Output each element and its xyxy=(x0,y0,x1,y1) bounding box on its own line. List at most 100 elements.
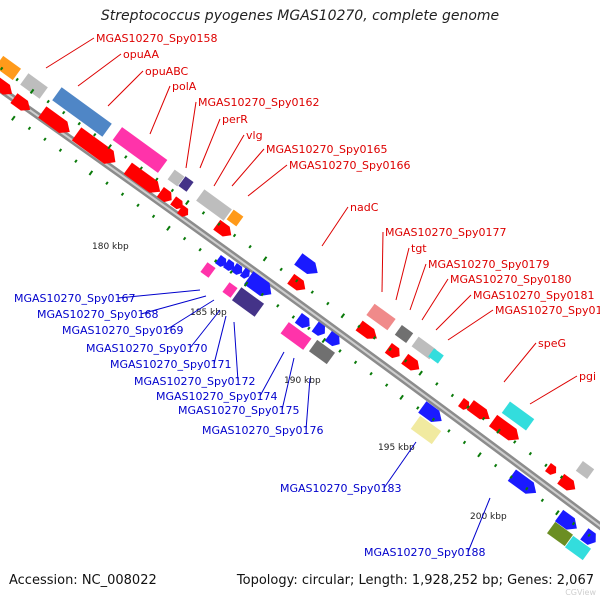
tick-mark-0-450 xyxy=(232,233,237,238)
feature-block-43 xyxy=(222,282,238,298)
tick-mark-0-625 xyxy=(340,313,346,319)
blue-leader-line-5 xyxy=(233,321,239,382)
tick-mark-1-725 xyxy=(462,440,467,445)
gene-label-opuABC: opuABC xyxy=(145,65,189,78)
feature-block-51 xyxy=(410,415,442,445)
red-leader-line-2 xyxy=(107,70,144,107)
tick-mark-1-350 xyxy=(229,270,233,274)
red-leader-line-8 xyxy=(247,164,288,197)
feature-block-18 xyxy=(564,535,592,561)
red-leader-line-13 xyxy=(421,278,449,321)
blue-leader-line-4 xyxy=(213,315,227,365)
gene-label-MGAS10270_Spy0183: MGAS10270_Spy0183 xyxy=(280,482,401,495)
tick-mark-0-850 xyxy=(481,416,486,421)
gene-label-MGAS10270_Spy0165: MGAS10270_Spy0165 xyxy=(266,143,387,156)
feature-block-49 xyxy=(308,339,336,365)
kbp-label-0: 180 kbp xyxy=(92,242,129,252)
tick-mark-0-950 xyxy=(544,463,548,468)
feature-arrow-36 xyxy=(458,398,470,410)
gene-label-MGAS10270_Spy0172: MGAS10270_Spy0172 xyxy=(134,375,255,388)
red-leader-line-16 xyxy=(503,342,537,383)
tick-mark-0-700 xyxy=(388,347,392,352)
feature-block-7 xyxy=(226,209,244,227)
blue-leader-line-2 xyxy=(165,299,215,331)
tick-mark-1-475 xyxy=(307,326,311,331)
gene-label-MGAS10270_Spy0168: MGAS10270_Spy0168 xyxy=(37,308,158,321)
red-leader-line-5 xyxy=(199,118,221,169)
feature-arrow-46 xyxy=(294,313,310,329)
tick-mark-1-700 xyxy=(447,429,451,433)
blue-leader-line-1 xyxy=(140,295,207,315)
feature-arrow-42 xyxy=(243,271,272,296)
red-leader-line-0 xyxy=(45,37,95,69)
feature-block-5 xyxy=(178,176,194,192)
feature-block-11 xyxy=(411,336,437,360)
feature-arrow-28 xyxy=(287,273,306,291)
watermark-text: CGView xyxy=(565,588,596,597)
gene-label-MGAS10270_Spy0158: MGAS10270_Spy0158 xyxy=(96,32,217,45)
tick-mark-0-750 xyxy=(418,370,423,376)
blue-leader-line-6 xyxy=(259,351,285,397)
gene-label-MGAS10270_Spy0166: MGAS10270_Spy0166 xyxy=(289,159,410,172)
tick-mark-1-900 xyxy=(571,521,576,526)
blue-leader-line-0 xyxy=(117,289,201,299)
tick-mark-1-825 xyxy=(525,486,529,491)
tick-mark-0-150 xyxy=(46,99,50,104)
feature-arrow-23 xyxy=(123,162,161,193)
tick-mark-1-425 xyxy=(276,303,280,308)
tick-mark-1-25 xyxy=(27,126,32,131)
feature-arrow-31 xyxy=(401,353,420,371)
gene-label-pgi: pgi xyxy=(579,370,596,383)
tick-mark-0-925 xyxy=(528,451,533,456)
tick-mark-0-175 xyxy=(61,110,66,115)
tick-mark-0-500 xyxy=(262,256,268,262)
tick-mark-1-625 xyxy=(399,394,404,400)
gene-label-opuAA: opuAA xyxy=(123,48,160,61)
tick-mark-0-825 xyxy=(466,405,470,409)
feature-block-6 xyxy=(196,189,232,221)
feature-block-1 xyxy=(20,73,48,99)
feature-block-14 xyxy=(575,461,595,479)
tick-mark-1-800 xyxy=(509,475,513,479)
red-leader-line-1 xyxy=(77,53,122,87)
tick-mark-0-225 xyxy=(93,132,97,137)
tick-mark-0-650 xyxy=(357,324,361,329)
tick-mark-0-725 xyxy=(403,359,408,363)
gene-label-MGAS10270_Spy0169: MGAS10270_Spy0169 xyxy=(62,324,183,337)
feature-block-3 xyxy=(112,127,168,173)
feature-arrow-27 xyxy=(213,219,232,237)
tick-mark-0-800 xyxy=(450,393,455,398)
feature-arrow-48 xyxy=(324,331,340,347)
gene-label-MGAS10270_Spy0162: MGAS10270_Spy0162 xyxy=(198,96,319,109)
feature-arrow-8 xyxy=(294,253,318,275)
gene-label-speG: speG xyxy=(538,337,566,350)
red-leader-line-3 xyxy=(149,85,171,135)
feature-arrow-22 xyxy=(71,127,116,164)
gene-label-MGAS10270_Spy0171: MGAS10270_Spy0171 xyxy=(110,358,231,371)
tick-mark-1-925 xyxy=(587,533,591,538)
red-leader-line-10 xyxy=(381,231,384,293)
feature-block-45 xyxy=(280,322,312,350)
tick-mark-0-300 xyxy=(139,166,143,170)
gene-label-MGAS10270_Spy0180: MGAS10270_Spy0180 xyxy=(450,273,571,286)
kbp-label-4: 200 kbp xyxy=(470,512,507,522)
tick-mark-1-400 xyxy=(260,292,264,297)
tick-mark-1-750 xyxy=(477,452,482,458)
red-leader-line-9 xyxy=(321,206,349,247)
tick-mark-1-600 xyxy=(384,383,389,387)
red-leader-line-11 xyxy=(395,247,410,301)
kbp-label-2: 190 kbp xyxy=(284,376,321,386)
tick-mark-1-300 xyxy=(198,247,202,252)
feature-block-44 xyxy=(231,287,265,317)
feature-arrow-41 xyxy=(239,267,250,279)
feature-arrow-33 xyxy=(488,414,519,441)
feature-arrow-25 xyxy=(170,196,183,210)
feature-arrow-24 xyxy=(156,187,172,203)
feature-block-13 xyxy=(501,401,535,431)
tick-mark-1-500 xyxy=(321,337,327,344)
gene-label-MGAS10270_Spy0176: MGAS10270_Spy0176 xyxy=(202,424,323,437)
feature-arrow-16 xyxy=(580,528,596,545)
gene-label-MGAS10270_Spy0175: MGAS10270_Spy0175 xyxy=(178,404,299,417)
tick-mark-1-575 xyxy=(369,371,373,376)
feature-arrow-39 xyxy=(223,259,235,271)
